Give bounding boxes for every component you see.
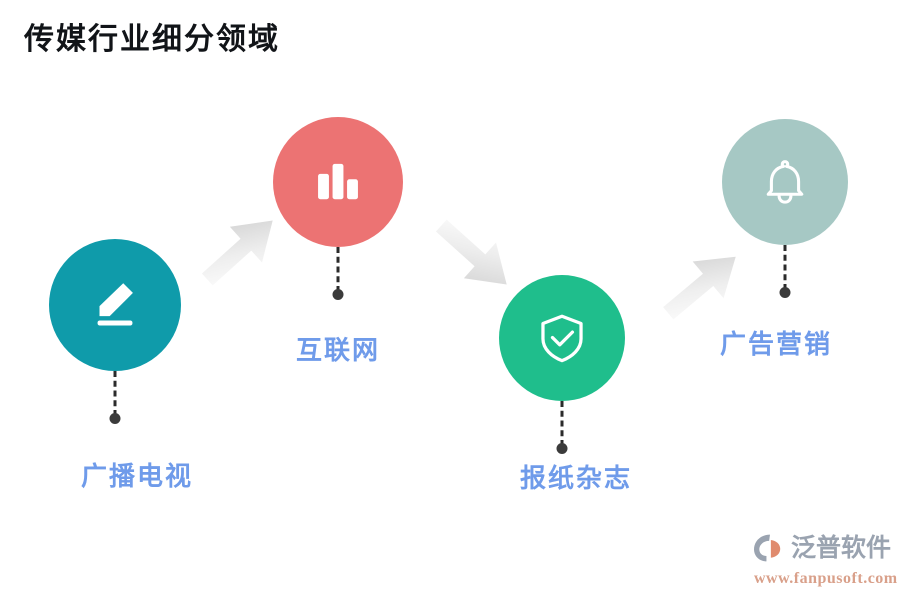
bar-chart-icon xyxy=(318,163,358,200)
pencil-edit-icon xyxy=(97,283,133,326)
fanpu-logo-icon xyxy=(754,534,781,562)
node-3-label: 报纸杂志 xyxy=(519,464,632,493)
arrow-3-up-right xyxy=(663,256,736,320)
watermark-name: 泛普软件 xyxy=(791,533,892,562)
shield-check-icon xyxy=(541,314,583,363)
node-2-label: 互联网 xyxy=(295,336,380,365)
watermark-logo: 泛普软件 www.fanpusoft.com xyxy=(752,530,897,592)
page-title: 传媒行业细分领域 xyxy=(24,23,280,56)
node-3-connector xyxy=(556,401,568,459)
node-4-circle[interactable] xyxy=(722,119,848,245)
node-4-connector xyxy=(779,245,791,303)
node-2-connector xyxy=(332,247,344,305)
node-4-label: 广告营销 xyxy=(719,330,832,359)
node-1-label: 广播电视 xyxy=(80,462,193,491)
arrow-1-up-right xyxy=(201,220,273,286)
arrow-2-down-right xyxy=(435,219,507,285)
bell-icon xyxy=(766,160,804,204)
node-1-connector xyxy=(109,371,121,429)
node-3-circle[interactable] xyxy=(499,275,625,401)
watermark-url: www.fanpusoft.com xyxy=(754,570,898,587)
node-2-circle[interactable] xyxy=(273,117,403,247)
node-1-circle[interactable] xyxy=(49,239,181,371)
